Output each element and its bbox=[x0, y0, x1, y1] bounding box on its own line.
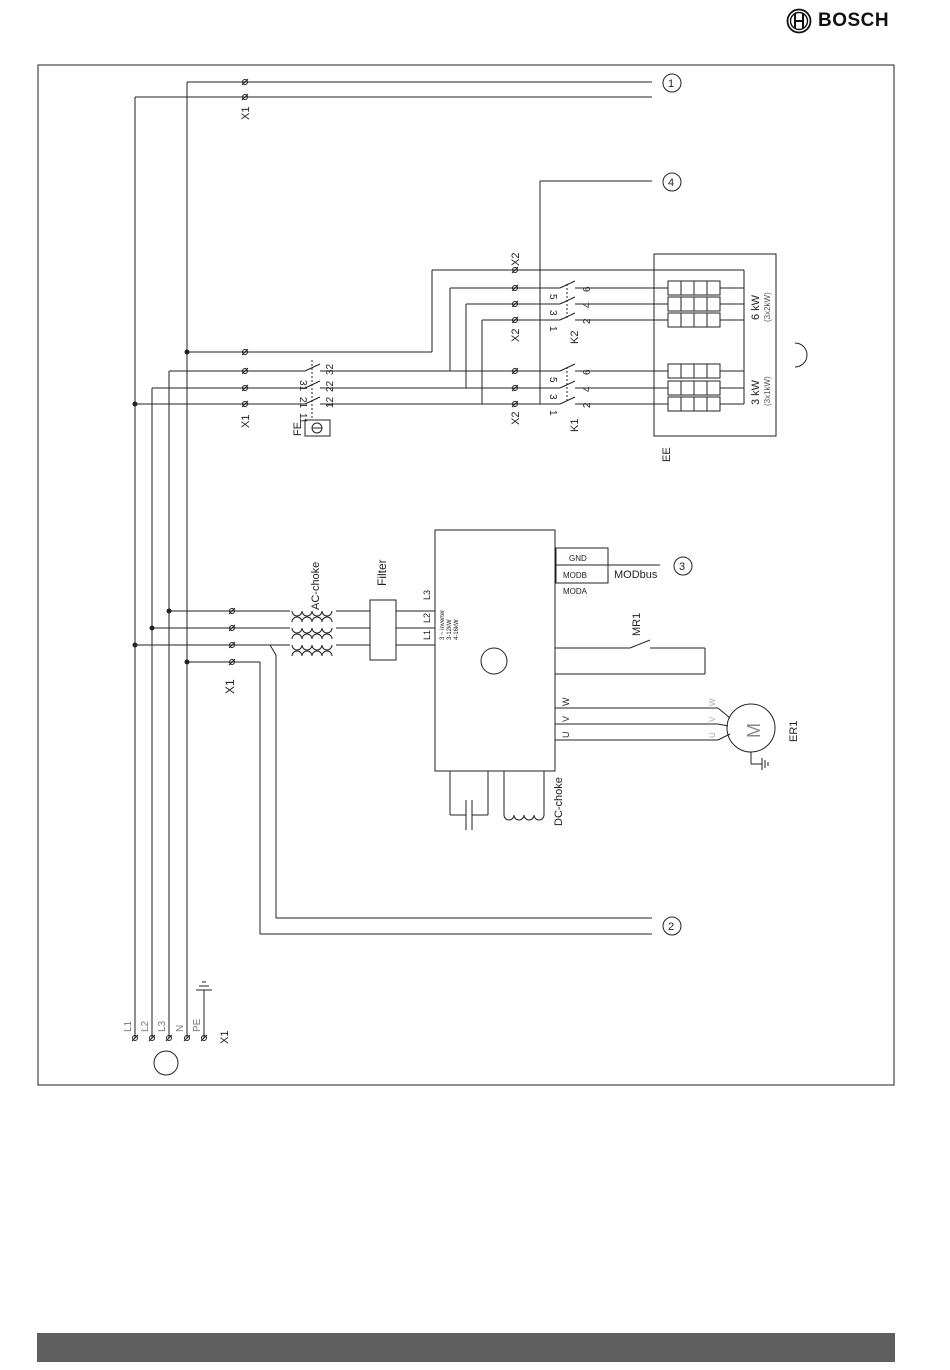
label-motor-v: V bbox=[708, 716, 717, 722]
fe-contact-21: 21 bbox=[297, 397, 308, 409]
label-x2-k2: X2 bbox=[510, 329, 522, 342]
label-mr1: MR1 bbox=[631, 613, 643, 636]
fe-contact-32: 32 bbox=[325, 363, 336, 375]
label-inverter-3: 4-16kW bbox=[454, 619, 460, 640]
terminal-l3: L3 bbox=[157, 1020, 168, 1032]
marker-3-label: 3 bbox=[679, 561, 685, 573]
terminal-n: N bbox=[175, 1025, 186, 1032]
label-x1-inverter: X1 bbox=[223, 679, 237, 694]
fe-contact-31: 31 bbox=[297, 380, 308, 392]
k1-contact-3: 3 bbox=[547, 394, 558, 400]
label-inv-l3: L3 bbox=[422, 590, 432, 600]
label-inv-u: U bbox=[561, 732, 571, 739]
marker-4-label: 4 bbox=[668, 177, 674, 189]
k1-contact-5: 5 bbox=[547, 377, 558, 383]
label-inv-l2: L2 bbox=[422, 613, 432, 623]
label-inv-l1: L1 bbox=[422, 630, 432, 640]
label-3kw: 3 kW bbox=[750, 379, 762, 405]
label-x1-bottom: X1 bbox=[219, 1031, 231, 1044]
k1-contact-6: 6 bbox=[582, 369, 593, 375]
label-x2-top: X2 bbox=[510, 253, 522, 266]
label-inverter-2: 3-12kW bbox=[447, 619, 453, 640]
label-filter: Filter bbox=[375, 559, 389, 586]
label-x1-top: X1 bbox=[240, 107, 252, 120]
diagram-frame bbox=[38, 65, 894, 1085]
label-motor-u: U bbox=[708, 732, 717, 738]
inverter-box bbox=[435, 530, 555, 771]
label-inv-w: W bbox=[561, 697, 571, 706]
label-motor-w: W bbox=[708, 698, 717, 706]
label-inv-v: V bbox=[561, 716, 571, 722]
k1-contact-4: 4 bbox=[582, 386, 593, 392]
fe-contact-11: 11 bbox=[297, 413, 308, 424]
terminal-l1: L1 bbox=[123, 1020, 134, 1032]
label-k1: K1 bbox=[569, 419, 581, 432]
label-motor: M bbox=[744, 723, 764, 738]
label-modb: MODB bbox=[563, 571, 587, 580]
terminal-l2: L2 bbox=[140, 1020, 151, 1032]
label-ac-choke: AC-choke bbox=[310, 562, 322, 610]
label-dc-choke: DC-choke bbox=[553, 777, 565, 826]
filter-box bbox=[370, 600, 396, 660]
k2-contact-4: 4 bbox=[582, 302, 593, 308]
label-fe: FE bbox=[292, 422, 304, 436]
label-moda: MODA bbox=[563, 587, 588, 596]
fe-contact-22: 22 bbox=[325, 380, 336, 392]
label-ee: EE bbox=[661, 447, 673, 462]
label-6kw-sub: (3x2kW) bbox=[763, 292, 772, 322]
terminal-pe: PE bbox=[192, 1018, 203, 1032]
label-x2-k1: X2 bbox=[510, 412, 522, 425]
k1-contact-2: 2 bbox=[582, 402, 593, 408]
label-modbus: MODbus bbox=[614, 569, 658, 581]
label-inverter-1: 3 ~ inverter bbox=[440, 610, 446, 640]
label-gnd: GND bbox=[569, 554, 587, 563]
k2-contact-3: 3 bbox=[547, 310, 558, 316]
marker-1-label: 1 bbox=[668, 78, 674, 90]
k2-contact-2: 2 bbox=[582, 318, 593, 324]
marker-2-label: 2 bbox=[668, 921, 674, 933]
label-er1: ER1 bbox=[788, 721, 800, 742]
fe-contact-12: 12 bbox=[325, 396, 336, 408]
label-x1-mid: X1 bbox=[240, 415, 252, 428]
footer-bar bbox=[37, 1333, 895, 1362]
label-6kw: 6 kW bbox=[750, 294, 762, 320]
k2-contact-1: 1 bbox=[547, 326, 558, 332]
label-3kw-sub: (3x1kW) bbox=[763, 376, 772, 406]
label-k2: K2 bbox=[569, 331, 581, 344]
k1-contact-1: 1 bbox=[547, 410, 558, 416]
k2-contact-5: 5 bbox=[547, 294, 558, 300]
k2-contact-6: 6 bbox=[582, 286, 593, 292]
